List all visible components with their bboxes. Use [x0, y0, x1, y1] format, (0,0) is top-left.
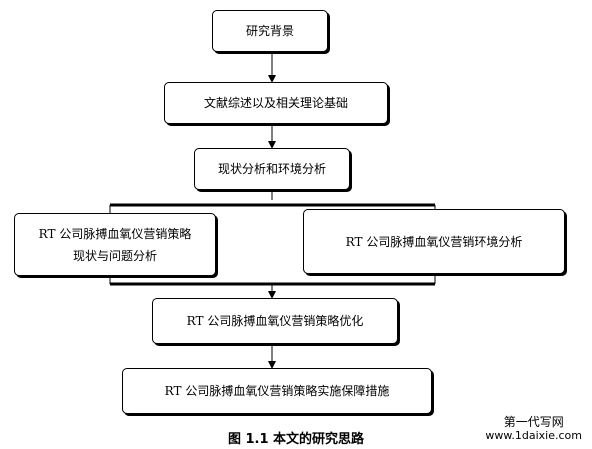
node-implementation-measures-label: RT 公司脉搏血氧仪营销策略实施保障措施	[164, 384, 390, 398]
watermark-site-name: 第一代写网	[503, 415, 564, 429]
node-strategy-status-line1: RT 公司脉搏血氧仪营销策略	[38, 226, 192, 241]
node-implementation-measures: RT 公司脉搏血氧仪营销策略实施保障措施	[122, 368, 432, 414]
figure-caption: 图 1.1 本文的研究思路	[227, 432, 365, 447]
node-strategy-status: RT 公司脉搏血氧仪营销策略 现状与问题分析	[14, 213, 216, 276]
watermark: 第一代写网 www.1daixie.com	[485, 415, 582, 443]
node-marketing-environment: RT 公司脉搏血氧仪营销环境分析	[303, 209, 565, 274]
node-strategy-optimization-label: RT 公司脉搏血氧仪营销策略优化	[186, 314, 364, 328]
node-research-background-label: 研究背景	[245, 24, 294, 38]
node-situation-analysis: 现状分析和环境分析	[194, 148, 350, 190]
node-strategy-optimization: RT 公司脉搏血氧仪营销策略优化	[152, 298, 398, 344]
node-situation-analysis-label: 现状分析和环境分析	[217, 162, 326, 176]
watermark-site-url: www.1daixie.com	[485, 429, 582, 442]
node-literature-review-label: 文献综述以及相关理论基础	[203, 96, 348, 110]
node-literature-review: 文献综述以及相关理论基础	[164, 82, 388, 124]
node-marketing-environment-label: RT 公司脉搏血氧仪营销环境分析	[345, 234, 523, 249]
node-research-background: 研究背景	[212, 10, 328, 52]
node-strategy-status-line2: 现状与问题分析	[72, 248, 157, 263]
